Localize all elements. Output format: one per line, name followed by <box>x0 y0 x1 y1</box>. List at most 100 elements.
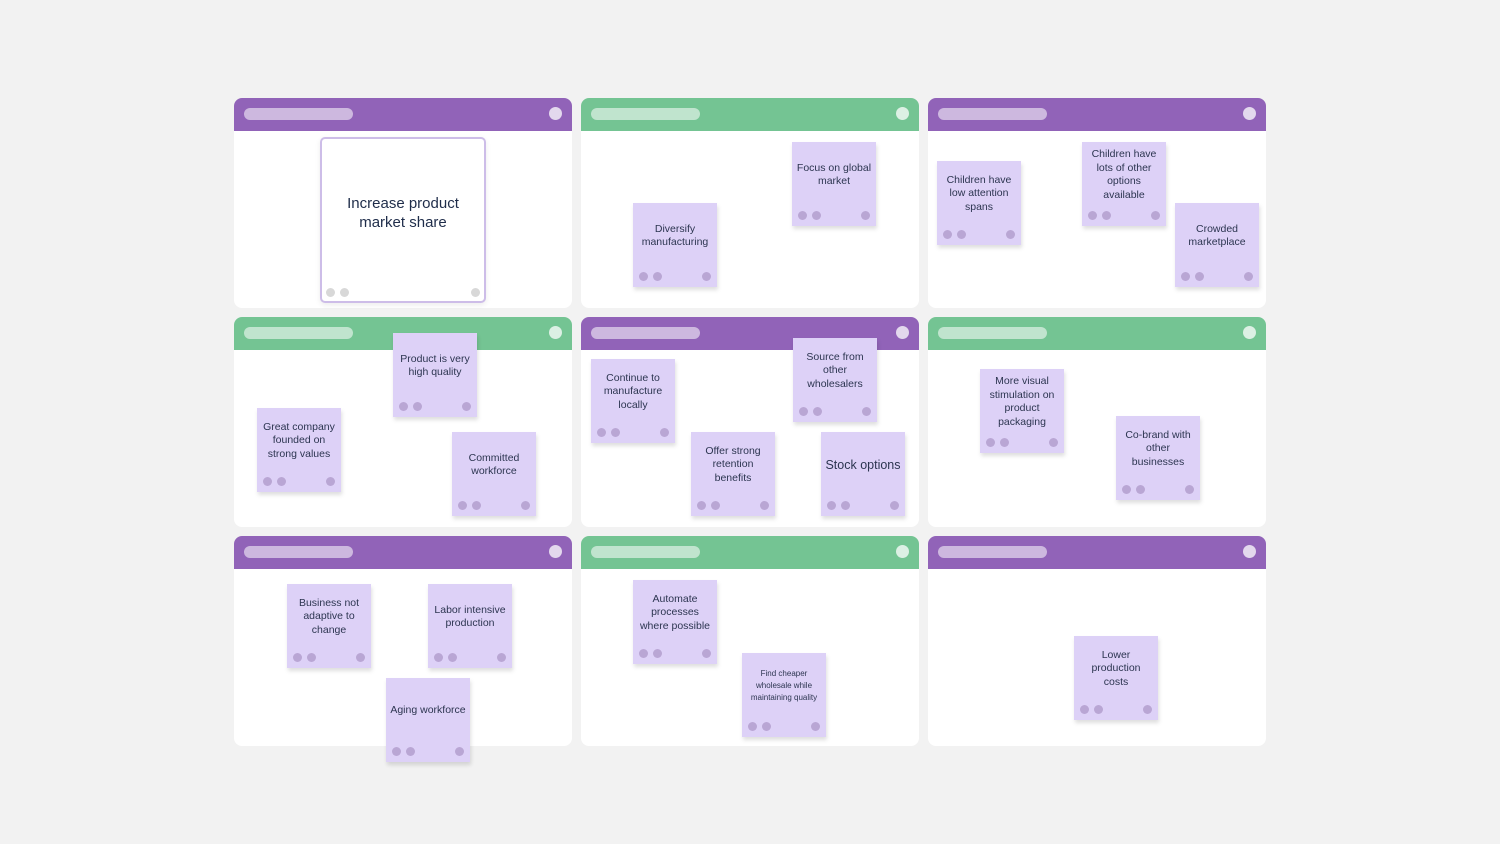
sticky-note[interactable]: Crowded marketplace <box>1175 203 1259 287</box>
sticky-note[interactable]: More visual stimulation on product packa… <box>980 369 1064 453</box>
sticky-note[interactable]: Committed workforce <box>452 432 536 516</box>
panel-menu-icon[interactable] <box>1243 545 1256 558</box>
note-dot <box>1080 705 1089 714</box>
note-dot <box>660 428 669 437</box>
note-dot <box>862 407 871 416</box>
panel-header <box>581 98 919 131</box>
panel-title-placeholder[interactable] <box>938 546 1047 558</box>
panel-menu-icon[interactable] <box>549 107 562 120</box>
panel-menu-icon[interactable] <box>896 326 909 339</box>
note-dot <box>1122 485 1131 494</box>
sticky-note[interactable]: Product is very high quality <box>393 333 477 417</box>
panel-title-placeholder[interactable] <box>244 327 353 339</box>
panel-title-placeholder[interactable] <box>938 108 1047 120</box>
sticky-note-text: Co-brand with other businesses <box>1125 428 1191 468</box>
note-dot <box>1088 211 1097 220</box>
note-dot <box>455 747 464 756</box>
sticky-note-text: Continue to manufacture locally <box>603 371 663 411</box>
note-dot <box>472 501 481 510</box>
note-dot <box>399 402 408 411</box>
sticky-note[interactable]: Continue to manufacture locally <box>591 359 675 443</box>
sticky-note[interactable]: Aging workforce <box>386 678 470 762</box>
sticky-note[interactable]: Great company founded on strong values <box>257 408 341 492</box>
sticky-note[interactable]: Lower production costs <box>1074 636 1158 720</box>
note-dot <box>1000 438 1009 447</box>
sticky-note[interactable]: Labor intensive production <box>428 584 512 668</box>
note-dot <box>653 272 662 281</box>
note-dot <box>277 477 286 486</box>
sticky-note[interactable]: Diversify manufacturing <box>633 203 717 287</box>
panel-header <box>581 536 919 569</box>
panel-menu-icon[interactable] <box>1243 326 1256 339</box>
note-dot <box>841 501 850 510</box>
sticky-note-text: Crowded marketplace <box>1188 222 1246 249</box>
sticky-note-text: Aging workforce <box>390 704 466 717</box>
note-dot <box>812 211 821 220</box>
main-goal-card[interactable]: Increase product market share <box>320 137 486 303</box>
note-dot <box>462 402 471 411</box>
sticky-note[interactable]: Automate processes where possible <box>633 580 717 664</box>
panel-header <box>234 536 572 569</box>
sticky-note-text: Product is very high quality <box>400 352 470 379</box>
panel-title-placeholder[interactable] <box>591 327 700 339</box>
note-dot <box>653 649 662 658</box>
main-goal-text: Increase product market share <box>347 195 459 231</box>
sticky-note-text: Source from other wholesalers <box>806 350 864 390</box>
note-dot <box>392 747 401 756</box>
note-dot <box>748 722 757 731</box>
sticky-note[interactable]: Offer strong retention benefits <box>691 432 775 516</box>
panel-title-placeholder[interactable] <box>938 327 1047 339</box>
note-dot <box>326 477 335 486</box>
panel-menu-icon[interactable] <box>896 107 909 120</box>
note-dot <box>702 649 711 658</box>
sticky-note-text: Find cheaper wholesale while maintaining… <box>750 669 818 702</box>
note-dot <box>340 288 349 297</box>
note-dot <box>1244 272 1253 281</box>
sticky-note[interactable]: Source from other wholesalers <box>793 338 877 422</box>
sticky-note-text: Business not adaptive to change <box>298 596 360 636</box>
panel-6[interactable] <box>928 317 1266 527</box>
note-dot <box>597 428 606 437</box>
sticky-note[interactable]: Focus on global market <box>792 142 876 226</box>
panel-title-placeholder[interactable] <box>591 546 700 558</box>
panel-title-placeholder[interactable] <box>591 108 700 120</box>
panel-title-placeholder[interactable] <box>244 546 353 558</box>
sticky-note[interactable]: Find cheaper wholesale while maintaining… <box>742 653 826 737</box>
sticky-note-text: Diversify manufacturing <box>641 222 709 249</box>
note-dot <box>697 501 706 510</box>
note-dot <box>1185 485 1194 494</box>
panel-header <box>928 317 1266 350</box>
sticky-note[interactable]: Stock options <box>821 432 905 516</box>
sticky-note-text: Lower production costs <box>1091 648 1141 688</box>
note-dot <box>811 722 820 731</box>
note-dot <box>293 653 302 662</box>
note-dot <box>1151 211 1160 220</box>
sticky-note[interactable]: Children have low attention spans <box>937 161 1021 245</box>
panel-menu-icon[interactable] <box>896 545 909 558</box>
panel-title-placeholder[interactable] <box>244 108 353 120</box>
note-dot <box>762 722 771 731</box>
note-dot <box>957 230 966 239</box>
note-dot <box>1102 211 1111 220</box>
panel-menu-icon[interactable] <box>549 326 562 339</box>
note-dot <box>760 501 769 510</box>
sticky-note[interactable]: Business not adaptive to change <box>287 584 371 668</box>
note-dot <box>639 272 648 281</box>
note-dot <box>813 407 822 416</box>
sticky-note-text: Children have low attention spans <box>946 173 1012 213</box>
sticky-note[interactable]: Co-brand with other businesses <box>1116 416 1200 500</box>
panel-menu-icon[interactable] <box>549 545 562 558</box>
panel-header <box>928 536 1266 569</box>
note-dot <box>307 653 316 662</box>
panel-menu-icon[interactable] <box>1243 107 1256 120</box>
note-dot <box>827 501 836 510</box>
sticky-note-text: More visual stimulation on product packa… <box>989 375 1055 428</box>
note-dot <box>702 272 711 281</box>
sticky-note[interactable]: Children have lots of other options avai… <box>1082 142 1166 226</box>
note-dot <box>711 501 720 510</box>
note-dot <box>458 501 467 510</box>
note-dot <box>1195 272 1204 281</box>
note-dot <box>986 438 995 447</box>
note-dot <box>1181 272 1190 281</box>
